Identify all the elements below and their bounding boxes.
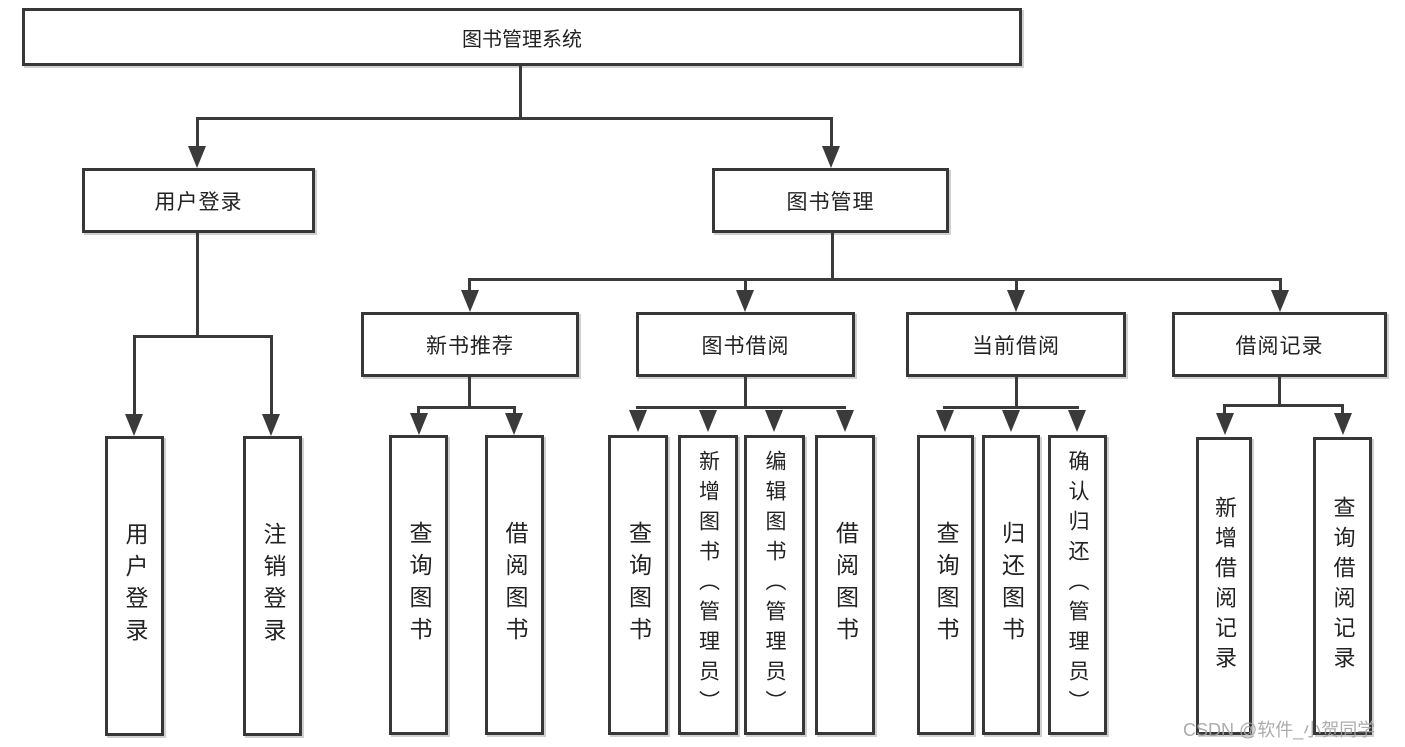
arrow-down-icon: [936, 410, 954, 432]
arrow-down-icon: [262, 414, 280, 436]
node-label: 图书借阅: [701, 334, 790, 358]
node-label: 图书管理系统: [462, 28, 582, 51]
leaf-borrow-query: 查询图书: [608, 435, 668, 735]
arrow-down-icon: [188, 146, 206, 168]
node-new-books: 新书推荐: [361, 312, 579, 377]
arrow-down-icon: [629, 410, 647, 432]
leaf-current-query: 查询图书: [917, 435, 974, 735]
leaf-label: 用户登录: [122, 522, 148, 650]
arrow-down-icon: [822, 146, 840, 168]
leaf-label: 借阅图书: [832, 521, 859, 649]
connector-hline: [1223, 404, 1343, 407]
connector-vline: [831, 233, 834, 280]
arrow-down-icon: [125, 414, 143, 436]
connector-hline: [133, 335, 273, 338]
connector-vline: [1279, 278, 1282, 294]
connector-vline: [519, 66, 522, 119]
node-label: 新书推荐: [426, 334, 514, 358]
leaf-records-add: 新增借阅记录: [1196, 437, 1252, 735]
arrow-down-icon: [1002, 410, 1020, 432]
arrow-down-icon: [1068, 410, 1086, 432]
connector-vline: [196, 117, 199, 150]
leaf-newbooks-query: 查询图书: [389, 435, 448, 735]
connector-hline: [417, 406, 515, 409]
connector-vline: [744, 377, 747, 409]
connector-vline: [417, 406, 420, 416]
connector-vline: [1341, 404, 1344, 416]
arrow-down-icon: [505, 413, 523, 435]
arrow-down-icon: [836, 410, 854, 432]
leaf-label: 查询图书: [933, 521, 959, 649]
connector-vline: [270, 335, 273, 417]
node-label: 图书管理: [786, 190, 875, 214]
leaf-label: 查询图书: [625, 521, 652, 649]
arrow-down-icon: [736, 290, 754, 312]
arrow-down-icon: [699, 410, 717, 432]
connector-vline: [133, 335, 136, 417]
connector-vline: [196, 233, 199, 337]
node-user-login: 用户登录: [82, 168, 315, 233]
connector-hline: [468, 278, 1282, 281]
leaf-borrow-edit-admin: 编辑图书（管理员）: [744, 435, 805, 735]
csdn-watermark: CSDN @软件_小贺同学: [1183, 720, 1376, 740]
connector-vline: [468, 377, 471, 409]
connector-vline: [1223, 404, 1226, 416]
connector-hline: [636, 406, 846, 409]
arrow-down-icon: [1007, 290, 1025, 312]
leaf-label: 归还图书: [998, 521, 1025, 649]
arrow-down-icon: [1334, 413, 1352, 435]
leaf-current-confirm-admin: 确认归还（管理员）: [1048, 435, 1107, 735]
leaf-label: 借阅图书: [502, 521, 528, 649]
leaf-logout: 注销登录: [243, 436, 302, 736]
connector-vline: [1015, 377, 1018, 409]
leaf-label: 查询图书: [406, 521, 432, 649]
connector-hline: [943, 406, 1079, 409]
leaf-borrow-borrow: 借阅图书: [815, 435, 875, 735]
connector-vline: [1278, 377, 1281, 407]
node-label: 借阅记录: [1235, 334, 1324, 358]
arrow-down-icon: [1271, 290, 1289, 312]
leaf-borrow-add-admin: 新增图书（管理员）: [678, 435, 738, 735]
leaf-label: 新增借阅记录: [1212, 496, 1237, 676]
node-current-borrow: 当前借阅: [906, 312, 1126, 377]
connector-vline: [1015, 278, 1018, 294]
leaf-current-return: 归还图书: [982, 435, 1040, 735]
connector-hline: [196, 117, 833, 120]
arrow-down-icon: [410, 413, 428, 435]
leaf-records-query: 查询借阅记录: [1313, 437, 1372, 735]
leaf-user-login: 用户登录: [105, 436, 164, 736]
connector-vline: [830, 117, 833, 150]
leaf-label: 确认归还（管理员）: [1066, 450, 1089, 720]
connector-vline: [744, 278, 747, 294]
leaf-newbooks-borrow: 借阅图书: [485, 435, 544, 735]
arrow-down-icon: [765, 410, 783, 432]
leaf-label: 新增图书（管理员）: [696, 450, 720, 720]
node-borrow-records: 借阅记录: [1172, 312, 1387, 377]
arrow-down-icon: [1216, 413, 1234, 435]
node-book-management: 图书管理: [712, 168, 949, 233]
leaf-label: 编辑图书（管理员）: [763, 450, 786, 720]
node-label: 当前借阅: [972, 334, 1060, 358]
arrow-down-icon: [461, 290, 479, 312]
node-label: 用户登录: [154, 190, 243, 214]
leaf-label: 查询借阅记录: [1330, 496, 1356, 676]
connector-vline: [468, 278, 471, 294]
connector-vline: [513, 406, 516, 416]
node-library-system: 图书管理系统: [22, 8, 1022, 66]
node-book-borrow: 图书借阅: [636, 312, 855, 377]
leaf-label: 注销登录: [260, 522, 286, 650]
